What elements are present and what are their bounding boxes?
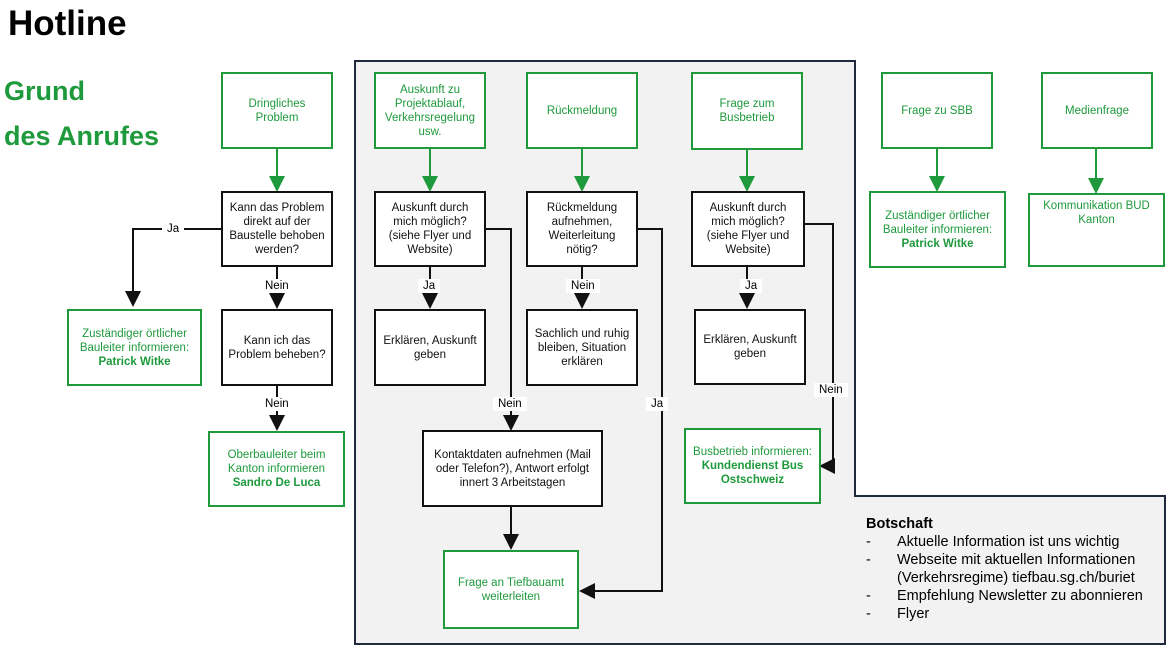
question-baustelle: Kann das Problem direkt auf der Baustell… [221,191,333,267]
action-erklaeren-auskunft: Erklären, Auskunft geben [374,309,486,386]
message-item: -Aktuelle Information ist uns wichtig [866,534,1120,550]
category-busbetrieb: Frage zum Busbetrieb [691,72,803,150]
action-erklaeren-bus: Erklären, Auskunft geben [694,309,806,385]
category-medienfrage: Medienfrage [1041,72,1153,149]
edge-label-nein-auskunft: Nein [493,397,527,411]
edge-label-nein-rueckmeldung: Nein [566,279,600,293]
outcome-tiefbauamt: Frage an Tiefbauamt weiterleiten [443,550,579,629]
action-kontaktdaten: Kontaktdaten aufnehmen (Mail oder Telefo… [422,430,603,507]
category-sbb: Frage zu SBB [881,72,993,149]
message-item: -Webseite mit aktuellen Informationen [866,552,1136,568]
subtitle-line-2: des Anrufes [4,121,160,151]
subtitle-line-1: Grund [4,76,85,106]
message-item: (Verkehrsregime) tiefbau.sg.ch/buriet [897,570,1135,586]
question-auskunft: Auskunft durch mich möglich? (siehe Flye… [374,191,486,267]
edge-label-ja-auskunft: Ja [418,279,441,293]
message-heading: Botschaft [866,516,933,532]
message-block: Botschaft -Aktuelle Information ist uns … [866,515,1143,623]
edge-label-nein-selbst: Nein [260,397,294,411]
edge-label-ja-bus: Ja [740,279,763,293]
outcome-oberbauleiter: Oberbauleiter beim Kanton informieren Sa… [208,431,345,507]
outcome-bauleiter-left: Zuständiger örtlicher Bauleiter informie… [67,309,202,386]
category-auskunft: Auskunft zu Projektablauf, Verkehrsregel… [374,72,486,149]
category-rueckmeldung: Rückmeldung [526,72,638,149]
outcome-kommunikation: Kommunikation BUD Kanton [1028,193,1165,267]
category-dringliches-problem: Dringliches Problem [221,72,333,149]
action-sachlich: Sachlich und ruhig bleiben, Situation er… [526,309,638,386]
question-bus: Auskunft durch mich möglich? (siehe Flye… [691,191,805,267]
edge-label-nein-bus: Nein [814,383,848,397]
edge-label-nein-baustelle: Nein [260,279,294,293]
outcome-busbetrieb: Busbetrieb informieren: Kundendienst Bus… [684,428,821,504]
edge-label-ja-baustelle: Ja [162,222,185,236]
question-rueckmeldung: Rückmeldung aufnehmen, Weiterleitung nöt… [526,191,638,267]
message-item: -Empfehlung Newsletter zu abonnieren [866,588,1143,604]
question-selbst-beheben: Kann ich das Problem beheben? [221,309,333,386]
outcome-sbb-bauleiter: Zuständiger örtlicher Bauleiter informie… [869,191,1006,268]
edge-label-ja-rueckmeldung: Ja [646,397,669,411]
page-title: Hotline [8,4,127,43]
message-item: -Flyer [866,606,930,622]
